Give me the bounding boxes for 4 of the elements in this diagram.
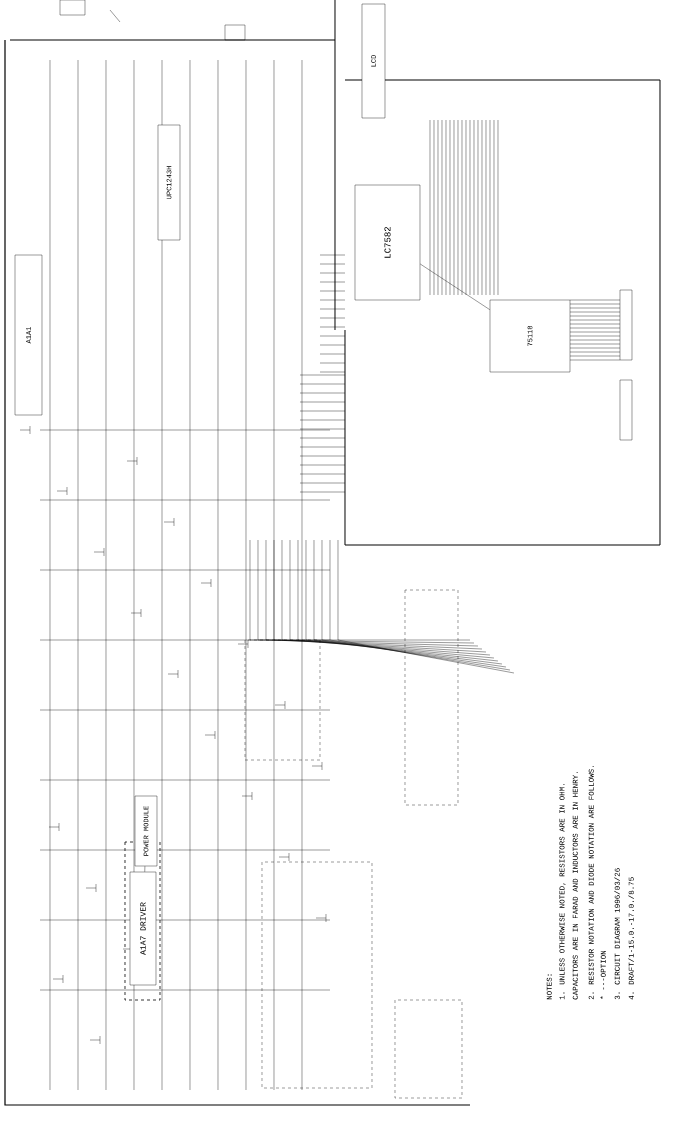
- ic-block: A1A7 DRIVER: [129, 871, 157, 986]
- wire: [420, 263, 490, 310]
- wire: [144, 866, 146, 872]
- ic-block: LC7582: [354, 184, 421, 301]
